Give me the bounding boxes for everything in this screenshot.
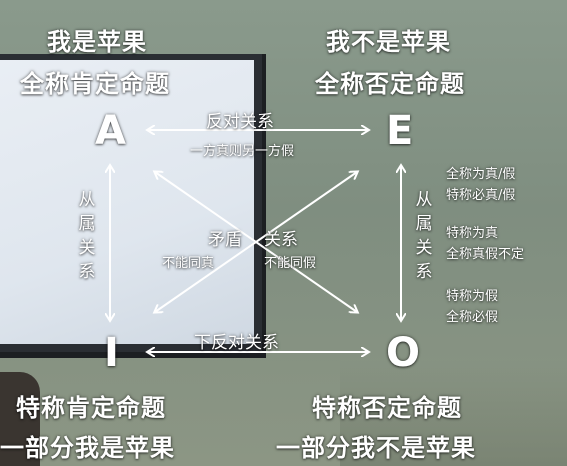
right-note-6: 全称必假	[446, 310, 499, 325]
corner-letter-o: O	[386, 330, 421, 376]
corner-letter-i: I	[104, 330, 119, 376]
contradictory-note-2: 不能同假	[264, 256, 317, 271]
right-note-3: 特称为真	[446, 226, 499, 241]
right-note-5: 特称为假	[446, 289, 499, 304]
a-subtitle: 全称肯定命题	[20, 70, 170, 98]
i-subtitle: 一部分我是苹果	[0, 434, 175, 462]
contradictory-label-1: 矛盾	[208, 230, 242, 250]
left-subalternation-label: 从属关系	[78, 190, 96, 282]
right-note-2: 特称必真/假	[446, 188, 516, 203]
subcontrary-label: 下反对关系	[194, 333, 279, 353]
contradictory-label-2: 关系	[264, 230, 298, 250]
o-title: 特称否定命题	[312, 394, 462, 422]
contrary-note: 一方真则另一方假	[190, 144, 295, 159]
right-subalternation-label: 从属关系	[415, 190, 433, 282]
person-silhouette	[0, 372, 40, 466]
contradictory-note-1: 不能同真	[162, 256, 215, 271]
e-subtitle: 全称否定命题	[315, 70, 465, 98]
a-title: 我是苹果	[47, 28, 147, 56]
i-title: 特称肯定命题	[16, 394, 166, 422]
right-note-4: 全称真假不定	[446, 247, 525, 262]
contrary-label: 反对关系	[206, 112, 274, 132]
floor-shadow	[340, 360, 567, 466]
e-title: 我不是苹果	[326, 28, 451, 56]
right-note-1: 全称为真/假	[446, 167, 516, 182]
o-subtitle: 一部分我不是苹果	[276, 434, 476, 462]
corner-letter-a: A	[95, 108, 126, 154]
corner-letter-e: E	[386, 108, 414, 154]
contradictory-arrow-e-i	[155, 172, 357, 312]
